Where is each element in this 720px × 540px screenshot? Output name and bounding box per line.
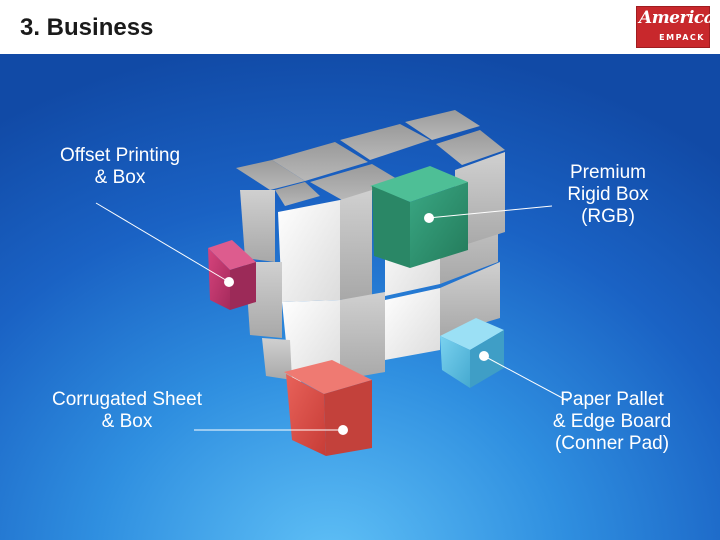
connector-pallet: [483, 355, 569, 402]
dot-pallet: [479, 351, 489, 361]
label-line: (RGB): [581, 206, 635, 227]
label-line: Offset Printing: [59, 145, 181, 166]
cube-gray-left: [236, 160, 440, 382]
connector-dots: [224, 213, 489, 435]
cube-gray-top-row: [272, 110, 505, 200]
red-cube: [284, 360, 372, 456]
label-line: & Edge Board: [552, 411, 672, 432]
label-paper-pallet: Paper Pallet & Edge Board (Conner Pad): [527, 389, 697, 455]
label-line: Premium: [569, 162, 646, 183]
label-corrugated-sheet: Corrugated Sheet & Box: [24, 389, 230, 433]
green-cube: [370, 166, 468, 268]
connector-offset: [95, 202, 230, 283]
dot-premium: [424, 213, 434, 223]
connector-lines: [95, 202, 569, 431]
label-line: Corrugated Sheet: [52, 389, 202, 410]
label-premium-rigid-box: Premium Rigid Box (RGB): [548, 162, 668, 228]
page-title: 3. Business: [20, 14, 154, 41]
label-line: Paper Pallet: [560, 389, 664, 410]
dot-offset: [224, 277, 234, 287]
label-offset-printing: Offset Printing & Box: [34, 145, 206, 189]
header-bar: 3. Business America EMPACK: [0, 0, 720, 54]
label-line: & Box: [94, 167, 146, 188]
dot-corrugated: [338, 425, 348, 435]
logo-subtext: EMPACK: [659, 33, 705, 42]
magenta-cube: [208, 240, 256, 310]
logo-wordmark: America: [639, 8, 715, 28]
label-line: Rigid Box: [567, 184, 649, 205]
cube-gray-right: [385, 152, 505, 336]
connector-premium: [427, 205, 553, 219]
label-line: & Box: [101, 411, 153, 432]
company-logo: America EMPACK: [636, 6, 715, 48]
label-line: (Conner Pad): [554, 433, 670, 454]
